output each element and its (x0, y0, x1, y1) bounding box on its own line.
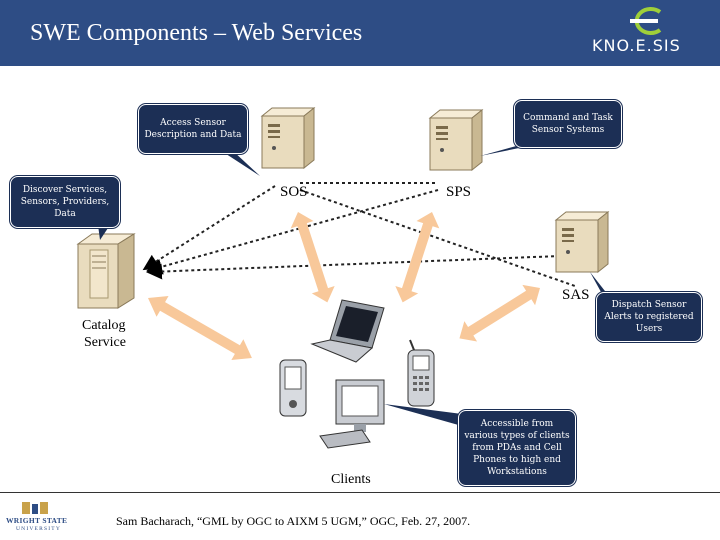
sos-server-icon (261, 107, 315, 169)
cell-phone-icon (407, 339, 435, 407)
sas-server-icon (555, 211, 609, 273)
footer-divider (0, 492, 720, 493)
knoesis-logo-icon (630, 7, 662, 35)
university-subtitle: UNIVERSITY (16, 526, 61, 532)
sas-label: SAS (562, 287, 590, 303)
catalog-label-line1: Catalog (82, 318, 126, 333)
catalog-label-line2: Service (84, 335, 126, 350)
sos-catalog-link (142, 185, 276, 271)
workstation-icon (319, 379, 385, 449)
callout-dispatch-alerts: Dispatch Sensor Alerts to registered Use… (596, 292, 702, 342)
sps-server-icon (429, 109, 483, 171)
callout-command-task: Command and Task Sensor Systems (514, 100, 622, 148)
university-name: WRIGHT STATE (6, 516, 68, 525)
logo-text: KNO.E.SIS (592, 36, 681, 55)
sps-catalog-link (146, 189, 439, 275)
wright-state-logo-icon (22, 502, 48, 514)
pda-icon (279, 359, 307, 417)
title-bar: SWE Components – Web Services KNO.E.SIS (0, 0, 720, 66)
sos-label: SOS (280, 184, 308, 200)
sps-label: SPS (446, 184, 472, 200)
clients-label: Clients (331, 472, 371, 487)
citation-footer: Sam Bacharach, “GML by OGC to AIXM 5 UGM… (116, 514, 471, 528)
sas-catalog-link (146, 255, 561, 280)
arrow-sos-clients (286, 208, 339, 307)
callout-access-sensor: Access Sensor Description and Data (138, 104, 248, 154)
arrow-sps-clients (391, 208, 444, 307)
arrow-sas-clients (453, 277, 547, 349)
laptop-icon (310, 299, 385, 363)
arrow-catalog-clients (142, 287, 258, 369)
sos-sas-link (299, 189, 576, 287)
callout-discover-services: Discover Services, Sensors, Providers, D… (10, 176, 120, 228)
connections (142, 182, 576, 287)
catalog-server-icon (76, 233, 136, 309)
slide-title: SWE Components – Web Services (30, 20, 363, 46)
callout-accessible-clients: Accessible from various types of clients… (458, 410, 576, 486)
